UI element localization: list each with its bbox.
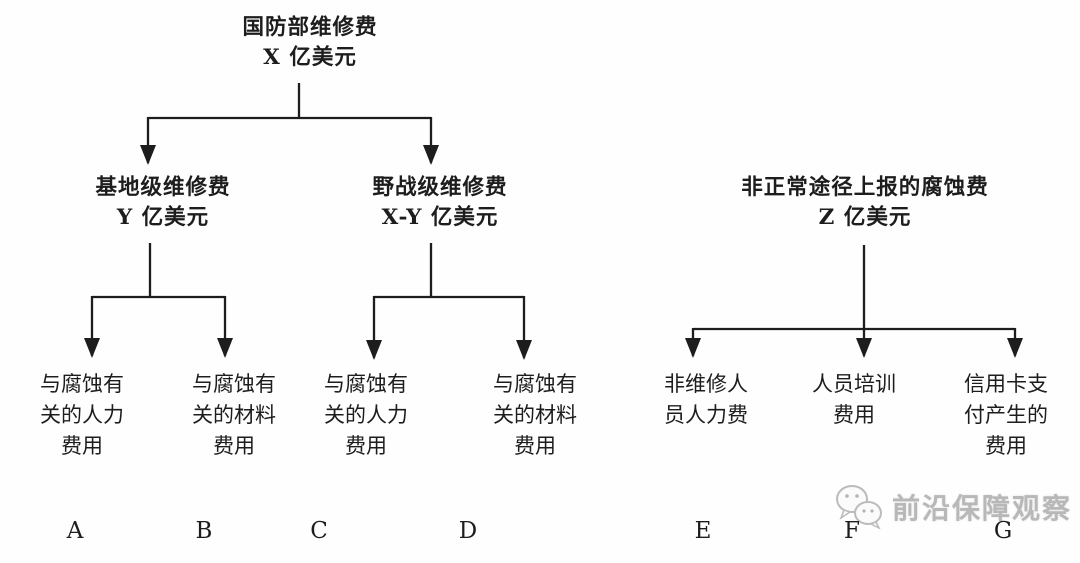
- node-dod-maintenance-cost: 国防部维修费 X 亿美元: [205, 13, 415, 73]
- node-title: 非正常途径上报的腐蚀费: [741, 175, 989, 200]
- node-title: 国防部维修费: [242, 15, 378, 40]
- leaf-corrosion-labor-cost-a: 与腐蚀有 关的人力 费用: [27, 369, 137, 462]
- leaf-line: 人员培训: [812, 372, 896, 396]
- node-abnormal-channel-corrosion-cost: 非正常途径上报的腐蚀费 Z 亿美元: [715, 173, 1015, 233]
- leaf-line: 关的人力: [40, 403, 124, 427]
- leaf-line: 费用: [213, 434, 255, 458]
- leaf-line: 费用: [833, 403, 875, 427]
- node-amount: X-Y 亿美元: [381, 205, 499, 230]
- node-amount: Z 亿美元: [818, 205, 912, 230]
- node-amount: X 亿美元: [263, 45, 357, 70]
- leaf-non-maintenance-personnel-cost-e: 非维修人 员人力费: [651, 369, 761, 431]
- leaf-letter-f: F: [844, 518, 860, 544]
- leaf-line: 与腐蚀有: [192, 372, 276, 396]
- leaf-letter-e: E: [694, 518, 712, 544]
- leaf-line: 费用: [514, 434, 556, 458]
- leaf-letter-a: A: [66, 518, 84, 544]
- leaf-corrosion-material-cost-b: 与腐蚀有 关的材料 费用: [179, 369, 289, 462]
- node-title: 基地级维修费: [95, 175, 231, 200]
- leaf-letter-d: D: [458, 518, 478, 544]
- leaf-line: 信用卡支: [964, 372, 1048, 396]
- leaf-letter-g: G: [993, 518, 1013, 544]
- leaf-corrosion-material-cost-d: 与腐蚀有 关的材料 费用: [480, 369, 590, 462]
- node-amount: Y 亿美元: [116, 205, 210, 230]
- leaf-letter-c: C: [310, 518, 328, 544]
- leaf-line: 与腐蚀有: [40, 372, 124, 396]
- watermark-text: 前沿保障观察: [892, 492, 1073, 525]
- leaf-line: 非维修人: [664, 372, 748, 396]
- leaf-line: 付产生的: [964, 403, 1048, 427]
- node-base-level-maintenance-cost: 基地级维修费 Y 亿美元: [53, 173, 273, 233]
- leaf-line: 费用: [985, 434, 1027, 458]
- leaf-line: 费用: [345, 434, 387, 458]
- leaf-line: 关的材料: [192, 403, 276, 427]
- leaf-personnel-training-cost-f: 人员培训 费用: [799, 369, 909, 431]
- leaf-line: 与腐蚀有: [324, 372, 408, 396]
- leaf-corrosion-labor-cost-c: 与腐蚀有 关的人力 费用: [311, 369, 421, 462]
- leaf-line: 关的人力: [324, 403, 408, 427]
- leaf-credit-card-payment-cost-g: 信用卡支 付产生的 费用: [951, 369, 1061, 462]
- wechat-chat-bubbles-icon: [836, 485, 882, 530]
- leaf-line: 费用: [61, 434, 103, 458]
- leaf-line: 员人力费: [664, 403, 748, 427]
- leaf-line: 关的材料: [493, 403, 577, 427]
- watermark: 前沿保障观察: [832, 482, 1072, 532]
- node-field-level-maintenance-cost: 野战级维修费 X-Y 亿美元: [330, 173, 550, 233]
- node-title: 野战级维修费: [372, 175, 508, 200]
- leaf-letter-b: B: [195, 518, 213, 544]
- leaf-line: 与腐蚀有: [493, 372, 577, 396]
